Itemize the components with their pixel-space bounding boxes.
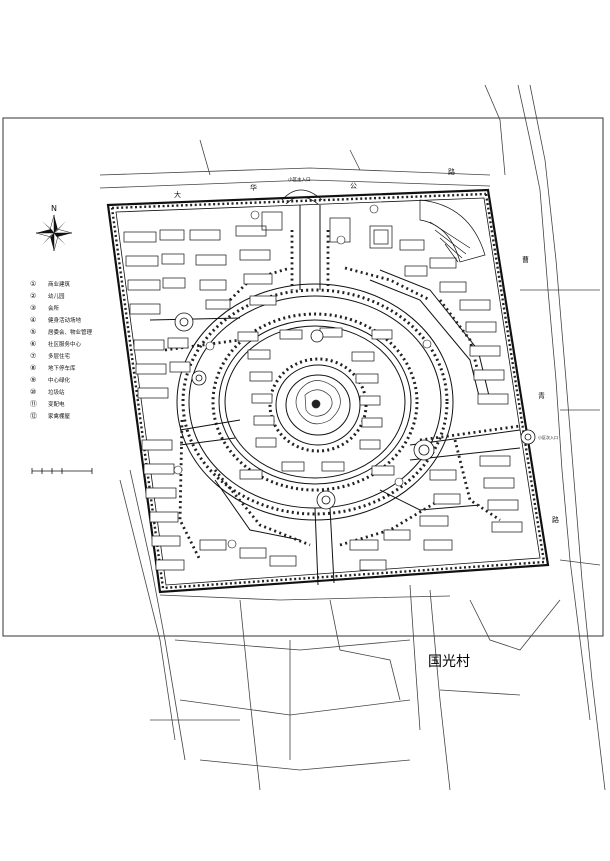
legend-item: ④ 健身活动场地 bbox=[30, 316, 82, 324]
road-char: 青 bbox=[538, 391, 545, 400]
legend-item: ⑫ 家禽棚屋 bbox=[30, 412, 71, 420]
legend-item: ⑤ 居委会、物业管理 bbox=[30, 328, 93, 336]
legend-number: ③ bbox=[30, 304, 36, 312]
legend-item: ⑥ 社区服务中心 bbox=[30, 340, 82, 348]
legend-text: 会所 bbox=[48, 304, 60, 312]
road-char: 曹 bbox=[522, 255, 529, 264]
legend-item: ⑦ 多层住宅 bbox=[30, 352, 71, 360]
legend-text: 多层住宅 bbox=[48, 352, 71, 360]
legend-number: ⑥ bbox=[30, 340, 36, 348]
road-char: 华 bbox=[250, 183, 257, 192]
drawing-frame bbox=[2, 117, 604, 637]
east-entrance-label: 小区次入口 bbox=[538, 434, 558, 440]
north-arrow: N bbox=[35, 204, 73, 252]
central-garden bbox=[295, 380, 341, 425]
site-boundary bbox=[106, 188, 550, 594]
north-entrance-label: 小区主入口 bbox=[288, 176, 311, 183]
village-label: 国光村 bbox=[428, 654, 470, 670]
legend-number: ⑫ bbox=[30, 412, 37, 420]
road-char: 大 bbox=[174, 190, 181, 199]
legend-text: 垃圾站 bbox=[48, 388, 65, 396]
building-number-markers bbox=[173, 204, 432, 549]
legend-number: ④ bbox=[30, 316, 36, 324]
legend-number: ⑪ bbox=[30, 400, 37, 408]
housing-blocks bbox=[123, 225, 523, 571]
legend-item: ⑨ 中心绿化 bbox=[30, 376, 71, 384]
plazas bbox=[174, 189, 536, 510]
legend-text: 商业建筑 bbox=[48, 280, 71, 288]
legend-text: 变配电 bbox=[48, 400, 65, 408]
perimeter-trees bbox=[110, 192, 546, 590]
legend-text: 地下停车库 bbox=[48, 364, 76, 372]
legend-number: ⑩ bbox=[30, 388, 36, 396]
legend-text: 幼儿园 bbox=[48, 292, 65, 300]
north-road-name: 大 华 公 路 bbox=[174, 167, 455, 199]
legend-number: ① bbox=[30, 280, 36, 288]
road-char: 公 bbox=[350, 182, 357, 190]
legend-text: 健身活动场地 bbox=[48, 316, 82, 324]
east-road-name: 曹 青 路 bbox=[522, 255, 559, 524]
legend-text: 社区服务中心 bbox=[48, 340, 82, 348]
legend-number: ⑦ bbox=[30, 352, 36, 360]
legend-item: ① 商业建筑 bbox=[30, 280, 71, 288]
legend-text: 家禽棚屋 bbox=[48, 412, 71, 420]
north-arrow-label: N bbox=[51, 204, 57, 213]
legend-item: ③ 会所 bbox=[30, 304, 60, 312]
legend-number: ⑨ bbox=[30, 376, 36, 384]
road-char: 路 bbox=[552, 515, 559, 524]
legend-item: ② 幼儿园 bbox=[30, 292, 65, 300]
legend-text: 居委会、物业管理 bbox=[48, 328, 93, 336]
legend-item: ⑧ 地下停车库 bbox=[30, 364, 76, 372]
road-char: 路 bbox=[448, 167, 455, 176]
scale-bar bbox=[31, 468, 93, 474]
clubhouse-fan bbox=[261, 199, 486, 263]
legend: ① 商业建筑 ② 幼儿园 ③ 会所 ④ 健身活动场地 ⑤ 居委会、物业管理 ⑥ 社区服务中心… bbox=[30, 280, 93, 420]
legend-number: ⑤ bbox=[30, 328, 36, 336]
context-lines bbox=[99, 84, 606, 791]
legend-number: ② bbox=[30, 292, 36, 300]
road-trees bbox=[164, 230, 521, 561]
legend-item: ⑪ 变配电 bbox=[30, 400, 65, 408]
legend-number: ⑧ bbox=[30, 364, 36, 372]
legend-text: 中心绿化 bbox=[48, 376, 71, 384]
legend-item: ⑩ 垃圾站 bbox=[30, 388, 65, 396]
